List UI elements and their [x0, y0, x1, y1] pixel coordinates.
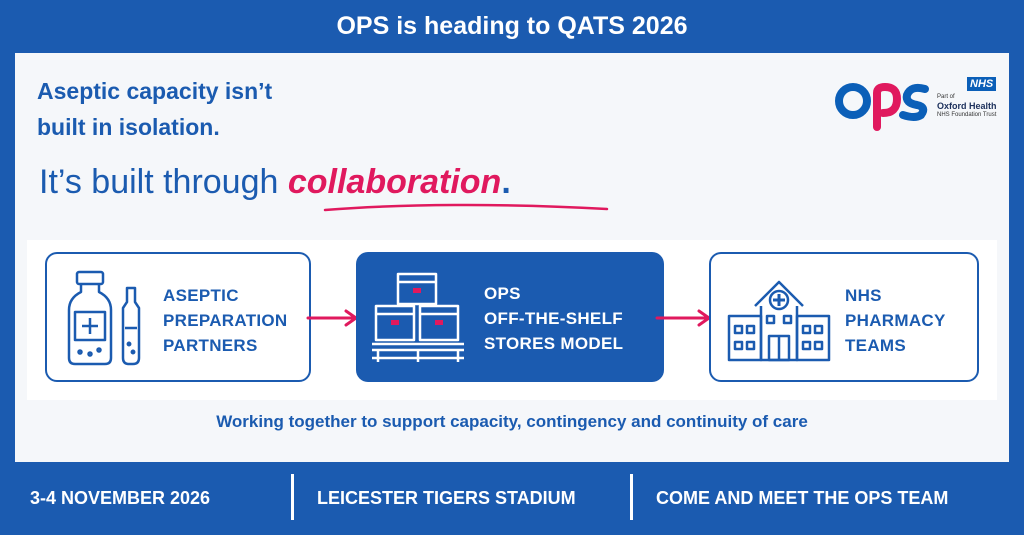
footer-venue: LEICESTER TIGERS STADIUM	[317, 488, 576, 508]
card-line: PHARMACY	[845, 311, 946, 330]
pallet-boxes-icon	[372, 272, 464, 362]
logo-trust-name: NHS Foundation Trust	[937, 112, 997, 118]
card-aseptic-partners-label: ASEPTIC PREPARATION PARTNERS	[163, 283, 288, 358]
card-line: PARTNERS	[163, 336, 258, 355]
card-line: OPS	[484, 284, 521, 303]
working-together-text: Working together to support capacity, co…	[216, 412, 808, 431]
footer-bar: 3-4 NOVEMBER 2026 LEICESTER TIGERS STADI…	[0, 462, 1024, 535]
card-ops-model-label: OPS OFF-THE-SHELF STORES MODEL	[484, 281, 623, 356]
card-ops-model: OPS OFF-THE-SHELF STORES MODEL	[356, 252, 664, 382]
card-line: PREPARATION	[163, 311, 288, 330]
card-line: ASEPTIC	[163, 286, 239, 305]
card-aseptic-partners: ASEPTIC PREPARATION PARTNERS	[45, 252, 311, 382]
headline: Aseptic capacity isn’t built in isolatio…	[37, 73, 397, 145]
card-line: NHS	[845, 286, 882, 305]
nhs-badge: NHS	[967, 77, 997, 91]
vial-icon	[67, 270, 141, 366]
tagline-prefix: It’s built through	[39, 163, 288, 201]
headline-line-1: Aseptic capacity isn’t	[37, 78, 273, 104]
card-line: TEAMS	[845, 336, 906, 355]
arrow-right-icon	[306, 309, 358, 327]
brush-underline-icon	[323, 203, 609, 212]
banner-title: OPS is heading to QATS 2026	[336, 12, 688, 40]
card-line: STORES MODEL	[484, 334, 624, 353]
card-line: OFF-THE-SHELF	[484, 309, 623, 328]
tagline-suffix: .	[501, 163, 511, 201]
tagline: It’s built through collaboration.	[39, 163, 511, 202]
arrow-right-icon	[655, 309, 711, 327]
card-nhs-pharmacy-label: NHS PHARMACY TEAMS	[845, 283, 946, 358]
footer-cta: COME AND MEET THE OPS TEAM	[656, 488, 949, 508]
footer-dates: 3-4 NOVEMBER 2026	[30, 488, 211, 508]
logo-org-name: Oxford Health	[937, 101, 997, 111]
footer-divider	[291, 474, 294, 520]
logo-part-of: Part of	[937, 94, 955, 100]
tagline-emphasis: collaboration	[287, 163, 502, 201]
headline-line-2: built in isolation.	[37, 114, 220, 140]
content-panel: Aseptic capacity isn’t built in isolatio…	[15, 53, 1009, 462]
ops-nhs-logo: NHS Part of Oxford Health NHS Foundation…	[833, 71, 1008, 131]
ops-logo-icon	[835, 82, 929, 131]
card-nhs-pharmacy: NHS PHARMACY TEAMS	[709, 252, 979, 382]
footer-divider	[630, 474, 633, 520]
hospital-icon	[727, 280, 831, 362]
